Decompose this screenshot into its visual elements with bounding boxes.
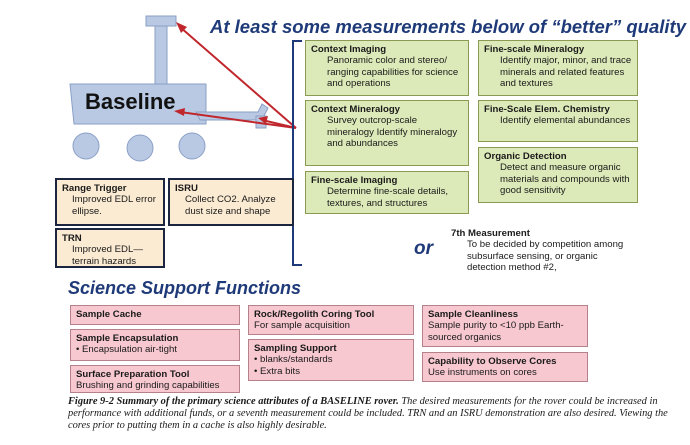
measurement-title: Fine-scale Imaging: [311, 175, 398, 186]
measurement-body: Identify elemental abundances: [500, 115, 631, 127]
seventh-measurement: 7th Measurement To be decided by competi…: [446, 225, 642, 277]
measurement-fine-scale-imaging: Fine-scale Imaging Determine fine-scale …: [305, 171, 469, 214]
measurement-body: Detect and measure organic materials and…: [500, 162, 630, 196]
measurement-context-imaging: Context Imaging Panoramic color and ster…: [305, 40, 469, 96]
seventh-title: 7th Measurement: [451, 228, 530, 239]
measurements-bracket: [292, 40, 302, 266]
ssf-body: Brushing and grinding capabilities: [76, 380, 220, 392]
measurement-title: Fine-Scale Elem. Chemistry: [484, 104, 610, 115]
caption-text: The desired measurements for the rover c…: [68, 396, 668, 432]
ssf-title: Capability to Observe Cores: [428, 356, 557, 367]
arrow-body: [179, 111, 297, 129]
rover-wheel-2: [126, 134, 154, 162]
extra-body: Improved EDL— terrain hazards: [72, 244, 143, 267]
ssf-body: Sample purity to <10 ppb Earth-sourced o…: [428, 320, 564, 343]
ssf-sample-cache: Sample Cache: [70, 305, 240, 325]
rover-mast: [154, 25, 168, 85]
extra-title: Range Trigger: [62, 183, 127, 194]
arrow-mast: [179, 26, 297, 129]
measurement-body: Panoramic color and stereo/ ranging capa…: [327, 55, 459, 89]
extra-body: Improved EDL error ellipse.: [72, 194, 156, 217]
ssf-heading: Science Support Functions: [68, 278, 302, 298]
measurement-title: Fine-scale Mineralogy: [484, 44, 585, 55]
arrow-arm-head: [258, 116, 268, 124]
measurement-body: Determine fine-scale details, textures, …: [327, 186, 449, 209]
ssf-bullet-list: • blanks/standards • Extra bits: [254, 354, 408, 377]
ssf-surface-preparation: Surface Preparation Tool Brushing and gr…: [70, 365, 240, 393]
ssf-bullet: • blanks/standards: [254, 354, 333, 366]
ssf-observe-cores: Capability to Observe Cores Use instrume…: [422, 352, 588, 382]
ssf-title: Sample Cleanliness: [428, 309, 519, 320]
ssf-body: Use instruments on cores: [428, 367, 537, 379]
ssf-title: Surface Preparation Tool: [76, 369, 190, 380]
extra-range-trigger: Range Trigger Improved EDL error ellipse…: [55, 178, 165, 226]
ssf-sample-encapsulation: Sample Encapsulation • Encapsulation air…: [70, 329, 240, 361]
rover-mast-head: [145, 15, 177, 27]
ssf-coring-tool: Rock/Regolith Coring Tool For sample acq…: [248, 305, 414, 335]
arrow-body-head: [174, 108, 185, 116]
arrow-mast-head: [176, 22, 187, 33]
figure-caption: Figure 9-2 Summary of the primary scienc…: [68, 396, 668, 433]
ssf-sample-cleanliness: Sample Cleanliness Sample purity to <10 …: [422, 305, 588, 347]
arrow-arm: [261, 119, 297, 129]
ssf-title: Sample Encapsulation: [76, 333, 179, 344]
ssf-title: Sample Cache: [76, 309, 142, 320]
measurement-body: Identify major, minor, and trace mineral…: [500, 55, 632, 89]
ssf-bullet-list: • Encapsulation air-tight: [76, 344, 234, 355]
ssf-bullet: • Extra bits: [254, 365, 301, 377]
seventh-body: To be decided by competition among subsu…: [467, 239, 624, 273]
or-label: or: [414, 238, 433, 259]
ssf-title: Rock/Regolith Coring Tool: [254, 309, 375, 320]
measurement-title: Organic Detection: [484, 151, 567, 162]
measurement-context-mineralogy: Context Mineralogy Survey outcrop-scale …: [305, 100, 469, 166]
extra-title: TRN: [62, 233, 82, 244]
measurement-title: Context Mineralogy: [311, 104, 401, 115]
ssf-bullet-text: Encapsulation air-tight: [82, 344, 177, 356]
diagram-heading: At least some measurements below of “bet…: [210, 16, 686, 37]
extra-isru: ISRU Collect CO2. Analyze dust size and …: [168, 178, 294, 226]
rover-wheel-1: [72, 132, 100, 160]
measurement-fine-scale-mineralogy: Fine-scale Mineralogy Identify major, mi…: [478, 40, 638, 96]
measurement-organic-detection: Organic Detection Detect and measure org…: [478, 147, 638, 203]
rover-illustration: Baseline: [69, 15, 297, 162]
rover-label: Baseline: [85, 89, 176, 114]
caption-label: Figure 9-2 Summary of the primary scienc…: [68, 396, 399, 407]
ssf-bullet-text: blanks/standards: [260, 354, 333, 366]
measurement-body: Survey outcrop-scale mineralogy Identify…: [327, 115, 458, 149]
rover-wheel-3: [178, 132, 206, 160]
extra-trn: TRN Improved EDL— terrain hazards: [55, 228, 165, 268]
ssf-body: For sample acquisition: [254, 320, 350, 332]
ssf-bullet-text: Extra bits: [260, 365, 301, 377]
ssf-sampling-support: Sampling Support • blanks/standards • Ex…: [248, 339, 414, 381]
measurement-title: Context Imaging: [311, 44, 387, 55]
rover-body: [69, 83, 207, 125]
measurement-fine-scale-elem-chemistry: Fine-Scale Elem. Chemistry Identify elem…: [478, 100, 638, 142]
ssf-title: Sampling Support: [254, 343, 337, 354]
extra-body: Collect CO2. Analyze dust size and shape: [185, 194, 276, 217]
extra-title: ISRU: [175, 183, 198, 194]
ssf-bullet: • Encapsulation air-tight: [76, 344, 177, 356]
